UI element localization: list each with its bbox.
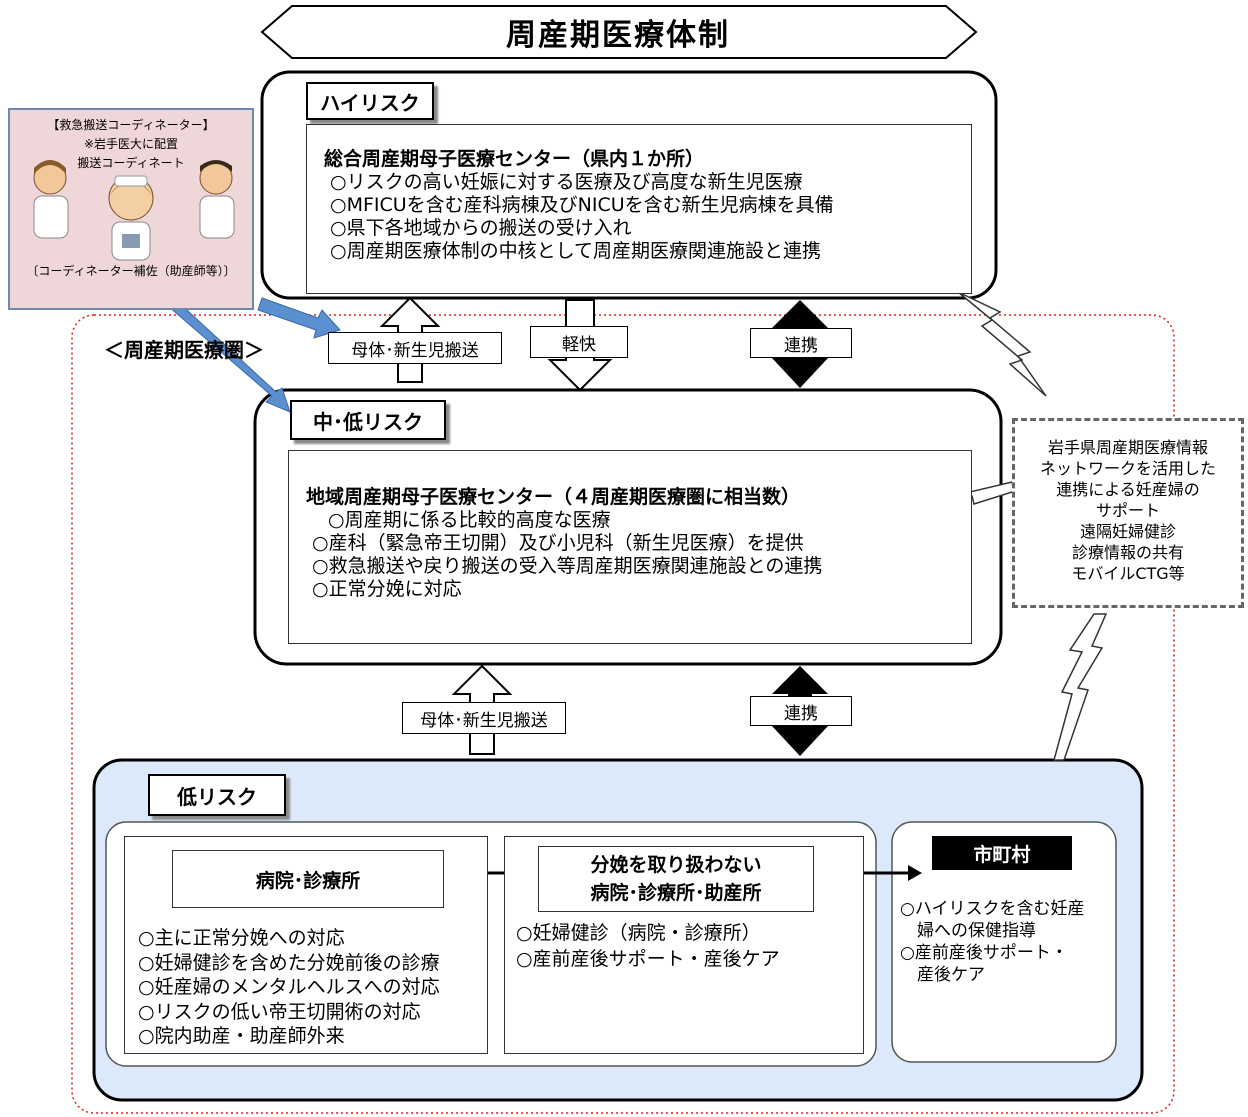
- municipality-item: ○産前産後サポート・: [900, 943, 1068, 963]
- municipality-item: 婦への保健指導: [900, 921, 1036, 941]
- mid-risk-item: ○周産期に係る比較的高度な医療: [328, 509, 611, 531]
- high-risk-text: 総合周産期母子医療センター（県内１か所） ○リスクの高い妊娠に対する医療及び高度…: [324, 148, 834, 263]
- network-line: 岩手県周産期医療情報: [1047, 438, 1208, 457]
- mid-risk-item: ○正常分娩に対応: [312, 578, 462, 600]
- network-line: ネットワークを活用した: [1039, 459, 1216, 478]
- hospital-item: ○リスクの低い帝王切開術の対応: [138, 1000, 421, 1023]
- municipality-box: [891, 821, 1117, 1063]
- mid-risk-tag: 中･低リスク: [290, 400, 446, 440]
- coordinator-box: 【救急搬送コーディネーター】 ※岩手医大に配置 搬送コーディネート 〔コーディネ…: [8, 108, 254, 310]
- mid-risk-text: 地域周産期母子医療センター（４周産期医療圏に相当数） ○周産期に係る比較的高度な…: [306, 486, 822, 601]
- municipality-item: 産後ケア: [900, 965, 985, 985]
- transport-label-bottom: 母体･新生児搬送: [402, 702, 566, 734]
- network-line: サポート: [1095, 501, 1160, 520]
- network-line: モバイルCTG等: [1071, 564, 1185, 583]
- hospital-items: ○主に正常分娩への対応 ○妊婦健診を含めた分娩前後の診療 ○妊産婦のメンタルヘル…: [138, 926, 440, 1049]
- blue-arrow-to-high: [257, 297, 341, 339]
- municipality-title: 市町村: [932, 836, 1072, 870]
- non-delivery-title: 分娩を取り扱わない 病院･診療所･助産所: [538, 846, 814, 912]
- coordinator-title: 【救急搬送コーディネーター】: [47, 118, 215, 132]
- hospital-title: 病院･診療所: [172, 850, 444, 908]
- relief-label: 軽快: [530, 326, 628, 358]
- high-risk-item: ○MFICUを含む産科病棟及びNICUを含む新生児病棟を具備: [330, 194, 834, 216]
- cooperation-label-bottom: 連携: [750, 696, 852, 726]
- non-delivery-title-line2: 病院･診療所･助産所: [590, 882, 762, 904]
- high-risk-tag: ハイリスク: [306, 82, 434, 120]
- high-risk-content: [306, 124, 972, 294]
- cooperation-label-top: 連携: [750, 328, 852, 358]
- hospital-item: ○妊産婦のメンタルヘルスへの対応: [138, 976, 440, 998]
- network-line: 診療情報の共有: [1071, 543, 1184, 562]
- mid-risk-item: ○産科（緊急帝王切開）及び小児科（新生児医療）を提供: [312, 532, 804, 554]
- mid-risk-item: ○救急搬送や戻り搬送の受入等周産期医療関連施設との連携: [312, 555, 823, 577]
- mid-risk-center: 地域周産期母子医療センター（４周産期医療圏に相当数）: [306, 486, 801, 508]
- non-delivery-title-line1: 分娩を取り扱わない: [590, 854, 762, 876]
- transport-label-top: 母体･新生児搬送: [328, 332, 502, 364]
- high-risk-item: ○リスクの高い妊娠に対する医療及び高度な新生児医療: [330, 171, 803, 193]
- network-line: 遠隔妊婦健診: [1079, 522, 1176, 541]
- lightning-low: [1053, 613, 1108, 761]
- lightning-high: [957, 291, 1047, 397]
- blue-arrow-to-mid: [167, 299, 291, 413]
- region-border: [71, 314, 1175, 1114]
- region-label: ＜周産期医療圏＞: [104, 338, 264, 362]
- low-risk-tag: 低リスク: [148, 774, 286, 816]
- mid-risk-content: [288, 450, 972, 644]
- hospital-item: ○院内助産・助産師外来: [138, 1025, 345, 1047]
- high-risk-item: ○周産期医療体制の中核として周産期医療関連施設と連携: [330, 240, 822, 262]
- title-banner: [260, 5, 978, 59]
- hospital-item: ○主に正常分娩への対応: [138, 927, 345, 949]
- page-title: 周産期医療体制: [506, 18, 730, 53]
- network-box: 岩手県周産期医療情報 ネットワークを活用した 連携による妊産婦の サポート 遠隔…: [1012, 418, 1244, 608]
- coordinator-note: ※岩手医大に配置: [83, 137, 179, 151]
- hospital-item: ○妊婦健診を含めた分娩前後の診療: [138, 951, 440, 974]
- coordinator-caption: 〔コーディネーター補佐（助産師等）〕: [26, 264, 236, 278]
- high-risk-item: ○県下各地域からの搬送の受け入れ: [330, 217, 632, 239]
- coordinator-role: 搬送コーディネート: [77, 156, 185, 170]
- municipality-item: ○ハイリスクを含む妊産: [900, 899, 1085, 919]
- high-risk-center: 総合周産期母子医療センター（県内１か所）: [324, 148, 705, 170]
- municipality-items: ○ハイリスクを含む妊産 婦への保健指導 ○産前産後サポート・ 産後ケア: [900, 898, 1085, 986]
- non-delivery-items: ○妊婦健診（病院・診療所） ○産前産後サポート・産後ケア: [516, 920, 780, 972]
- network-line: 連携による妊産婦の: [1056, 480, 1200, 499]
- non-delivery-item: ○妊婦健診（病院・診療所）: [516, 922, 761, 944]
- staff-people-icon: [33, 160, 235, 261]
- non-delivery-item: ○産前産後サポート・産後ケア: [516, 948, 780, 970]
